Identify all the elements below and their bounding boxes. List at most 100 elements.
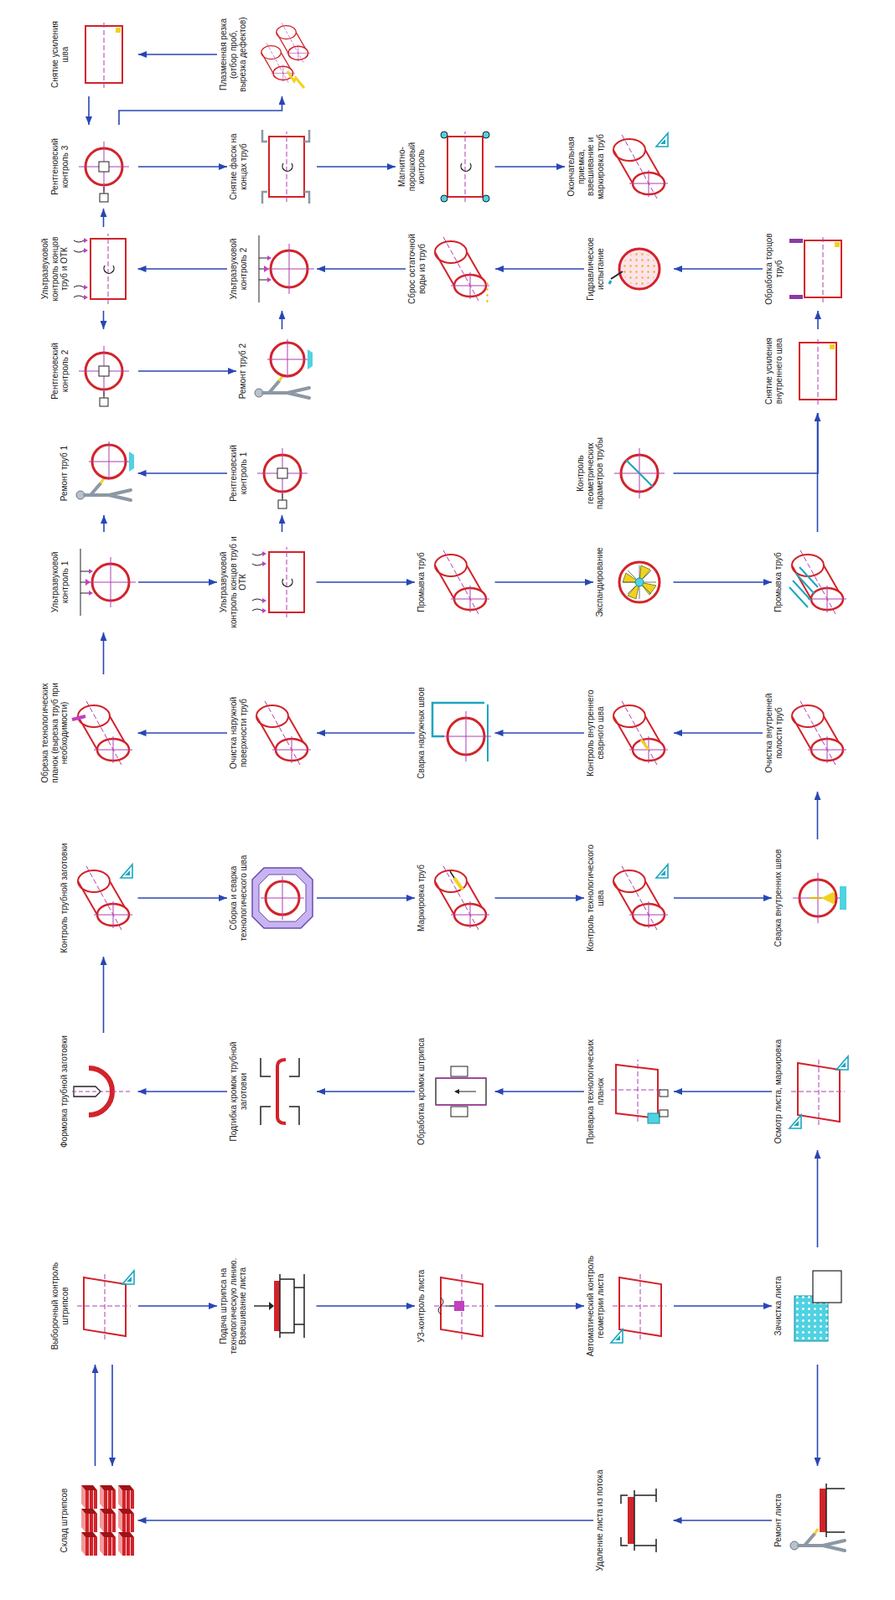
process-step: Рентгеновский контроль 1 — [227, 431, 317, 516]
flow-arrow — [118, 96, 283, 125]
icon-slot — [783, 331, 853, 411]
icon-slot — [783, 842, 853, 955]
grinding-icon — [85, 20, 123, 88]
forming-icon — [72, 1068, 133, 1116]
pipe-icon — [791, 699, 847, 766]
step-label: Контроль внутреннего сварного шва — [585, 677, 606, 790]
flow-arrow — [495, 1305, 585, 1308]
step-label: Ультразвуковой контроль 2 — [228, 229, 249, 309]
flow-arrow — [316, 268, 406, 270]
icon-slot — [69, 842, 139, 955]
process-step: Промывка труб — [771, 532, 853, 633]
step-label: УЗ-контроль листа — [416, 1250, 427, 1363]
step-label: Ремонт труб 2 — [237, 331, 249, 411]
process-step: Ультразвуковой контроль 2 — [227, 227, 317, 311]
process-step: Подача штрипса на технологическую линию.… — [217, 1247, 317, 1366]
flow-arrow — [138, 268, 228, 270]
flow-arrow — [817, 791, 819, 840]
icon-slot — [605, 1469, 674, 1573]
process-step: Контроль геометрических параметров трубы — [574, 431, 674, 516]
end-ultrasonic-icon — [73, 233, 126, 305]
process-step: Гидравлическое испытание — [584, 227, 674, 311]
step-label: Сварка наружных швов — [416, 677, 427, 790]
icon-slot — [426, 534, 496, 631]
geometry-icon — [614, 448, 665, 499]
flow-arrow — [94, 1365, 97, 1467]
icon-slot — [605, 1035, 674, 1149]
icon-slot — [248, 331, 317, 411]
process-step: Обработка торцов труб — [762, 227, 853, 311]
flow-arrow — [281, 310, 284, 330]
icon-slot — [69, 1250, 139, 1363]
weighing-icon — [253, 1274, 305, 1339]
flow-arrow — [138, 581, 218, 584]
flow-arrow — [281, 515, 284, 533]
flow-arrow — [103, 208, 105, 228]
pipe-check-icon — [77, 864, 133, 931]
process-step: Очистка внутренней полости труб — [762, 674, 853, 792]
process-step: Сварка внутренних швов — [771, 839, 853, 958]
icon-slot — [248, 1035, 317, 1149]
step-label: Снятие усиления шва — [50, 15, 70, 94]
step-label: Сварка внутренних швов — [773, 842, 784, 955]
step-label: Плазменная резка (отбор проб, вырезка де… — [218, 15, 249, 94]
magnetic-icon — [440, 131, 490, 202]
step-label: Ультразвуковой контроль концов труб и ОТ… — [218, 534, 249, 631]
step-label: Обрезка технологических планок (вырезка … — [40, 677, 70, 790]
flow-arrow — [673, 268, 763, 270]
icon-slot — [248, 15, 317, 94]
process-step: Сварка наружных швов — [414, 674, 496, 792]
washing-icon — [789, 548, 847, 615]
flow-arrow — [103, 957, 105, 1034]
icon-slot — [69, 534, 139, 631]
process-step: Снятие усиления внутреннего шва — [762, 329, 853, 414]
process-step: Контроль трубной заготовки — [57, 839, 139, 958]
flow-arrow — [495, 165, 566, 168]
step-label: Зачистка листа — [773, 1250, 784, 1363]
process-step: Подгибка кромок трубной заготовки — [227, 1033, 317, 1151]
expander-icon — [619, 562, 660, 603]
step-label: Окончательная приемка, взвешивание и мар… — [566, 127, 606, 207]
flow-arrow — [316, 897, 415, 900]
process-step: УЗ-контроль листа — [414, 1247, 496, 1366]
step-label: Контроль геометрических параметров трубы — [575, 434, 606, 513]
flow-arrow — [138, 732, 228, 735]
xray-icon — [257, 448, 308, 509]
step-label: Удаление листа из потока — [594, 1469, 606, 1573]
flow-arrow — [138, 1305, 218, 1308]
flow-arrow — [138, 165, 228, 168]
flow-arrow — [138, 1520, 595, 1522]
icon-slot — [69, 1469, 139, 1573]
assembly-icon — [252, 868, 313, 929]
flow-arrow — [316, 1305, 416, 1308]
process-step: Рентгеновский контроль 3 — [48, 124, 139, 209]
step-label: Очистка внутренней полости труб — [764, 677, 784, 790]
step-label: Формовка трубной заготовки — [59, 1035, 70, 1149]
step-label: Ремонт труб 1 — [59, 434, 70, 513]
edge-bending-icon — [260, 1058, 300, 1126]
step-label: Снятие фасок на концах труб — [228, 127, 249, 207]
tab-welding-icon — [610, 1060, 668, 1124]
process-step: Рентгеновский контроль 2 — [48, 329, 139, 414]
flow-arrow — [103, 310, 105, 330]
icon-slot — [426, 127, 496, 207]
pipe-icon — [434, 548, 490, 615]
icon-slot — [248, 434, 317, 513]
flow-arrow — [673, 413, 819, 474]
step-label: Ультразвуковой контроль концов труб и ОТ… — [40, 229, 70, 309]
process-step: Окончательная приемка, взвешивание и мар… — [564, 124, 674, 209]
step-label: Подача штрипса на технологическую линию.… — [218, 1250, 249, 1363]
process-step: Зачистка листа — [771, 1247, 853, 1366]
flow-arrow — [673, 1091, 772, 1093]
process-step: Сброс остаточной воды из труб — [405, 227, 496, 311]
sheet-ultrasonic-icon — [434, 1272, 488, 1340]
icon-slot — [783, 229, 853, 309]
icon-slot — [783, 1469, 853, 1573]
grinding-icon — [799, 337, 837, 405]
xray-icon — [78, 141, 130, 202]
flow-arrow — [673, 581, 773, 584]
step-label: Промывка труб — [416, 534, 427, 631]
flow-arrow — [103, 632, 105, 675]
